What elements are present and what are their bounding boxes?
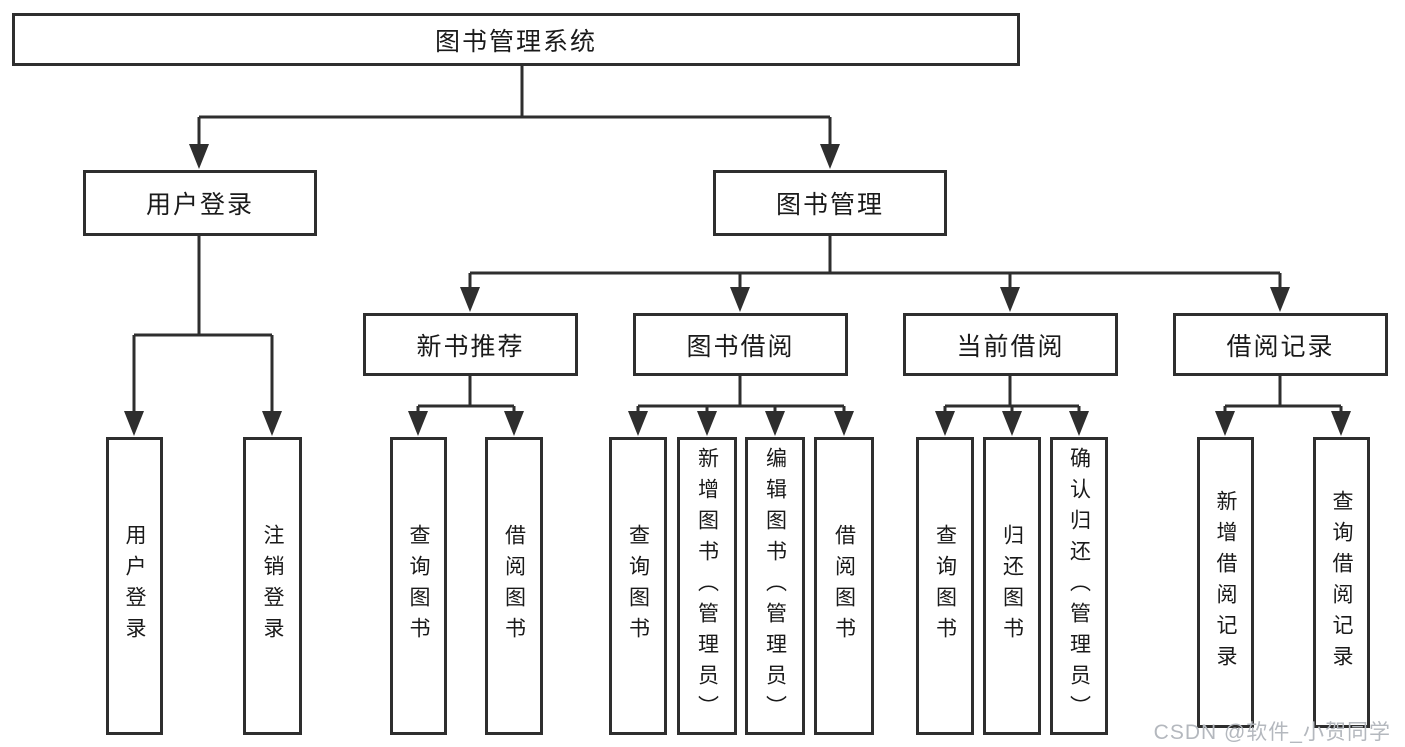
leaf-label: 用户登录	[123, 524, 146, 648]
leaf-user-login: 用户登录	[106, 437, 163, 735]
leaf-query-books-recommend: 查询图书	[390, 437, 447, 735]
node-label: 用户登录	[145, 191, 254, 219]
node-library-management-system: 图书管理系统	[12, 13, 1020, 66]
node-label: 图书管理系统	[434, 27, 597, 56]
leaf-query-borrow-record: 查询借阅记录	[1313, 437, 1370, 728]
leaf-confirm-return-admin: 确认归还（管理员）	[1050, 437, 1108, 735]
csdn-watermark: CSDN @软件_小贺同学	[1153, 721, 1391, 744]
node-label: 新书推荐	[416, 332, 525, 361]
node-book-management: 图书管理	[713, 170, 947, 236]
leaf-label: 查询图书	[933, 524, 957, 648]
arrowheads	[124, 144, 1351, 436]
leaf-label: 注销登录	[261, 524, 284, 648]
leaf-label: 查询借阅记录	[1330, 489, 1353, 676]
leaf-query-books-borrowing: 查询图书	[609, 437, 667, 735]
leaf-label: 归还图书	[1000, 524, 1024, 648]
leaf-return-book: 归还图书	[983, 437, 1041, 735]
node-book-borrowing: 图书借阅	[633, 313, 848, 376]
leaf-label: 确认归还（管理员）	[1067, 446, 1091, 726]
leaf-label: 查询图书	[407, 524, 430, 648]
leaf-label: 借阅图书	[832, 524, 856, 648]
leaf-query-books-current: 查询图书	[916, 437, 974, 735]
node-new-book-recommendation: 新书推荐	[363, 313, 578, 376]
leaf-borrow-books-recommend: 借阅图书	[485, 437, 543, 735]
leaf-add-borrow-record: 新增借阅记录	[1197, 437, 1254, 728]
leaf-add-book-admin: 新增图书（管理员）	[677, 437, 737, 735]
leaf-logout: 注销登录	[243, 437, 302, 735]
leaf-label: 新增图书（管理员）	[695, 446, 719, 726]
node-current-borrowing: 当前借阅	[903, 313, 1118, 376]
node-label: 图书借阅	[686, 332, 795, 361]
leaf-label: 编辑图书（管理员）	[763, 446, 787, 726]
leaf-edit-book-admin: 编辑图书（管理员）	[745, 437, 805, 735]
leaf-label: 查询图书	[626, 524, 650, 648]
node-label: 借阅记录	[1226, 332, 1335, 361]
node-label: 图书管理	[775, 191, 884, 219]
leaf-label: 新增借阅记录	[1214, 489, 1237, 676]
leaf-borrow-books-borrowing: 借阅图书	[814, 437, 874, 735]
node-borrowing-records: 借阅记录	[1173, 313, 1388, 376]
node-user-login: 用户登录	[83, 170, 317, 236]
node-label: 当前借阅	[956, 332, 1065, 361]
tree-edges	[132, 66, 1343, 413]
leaf-label: 借阅图书	[502, 524, 526, 648]
